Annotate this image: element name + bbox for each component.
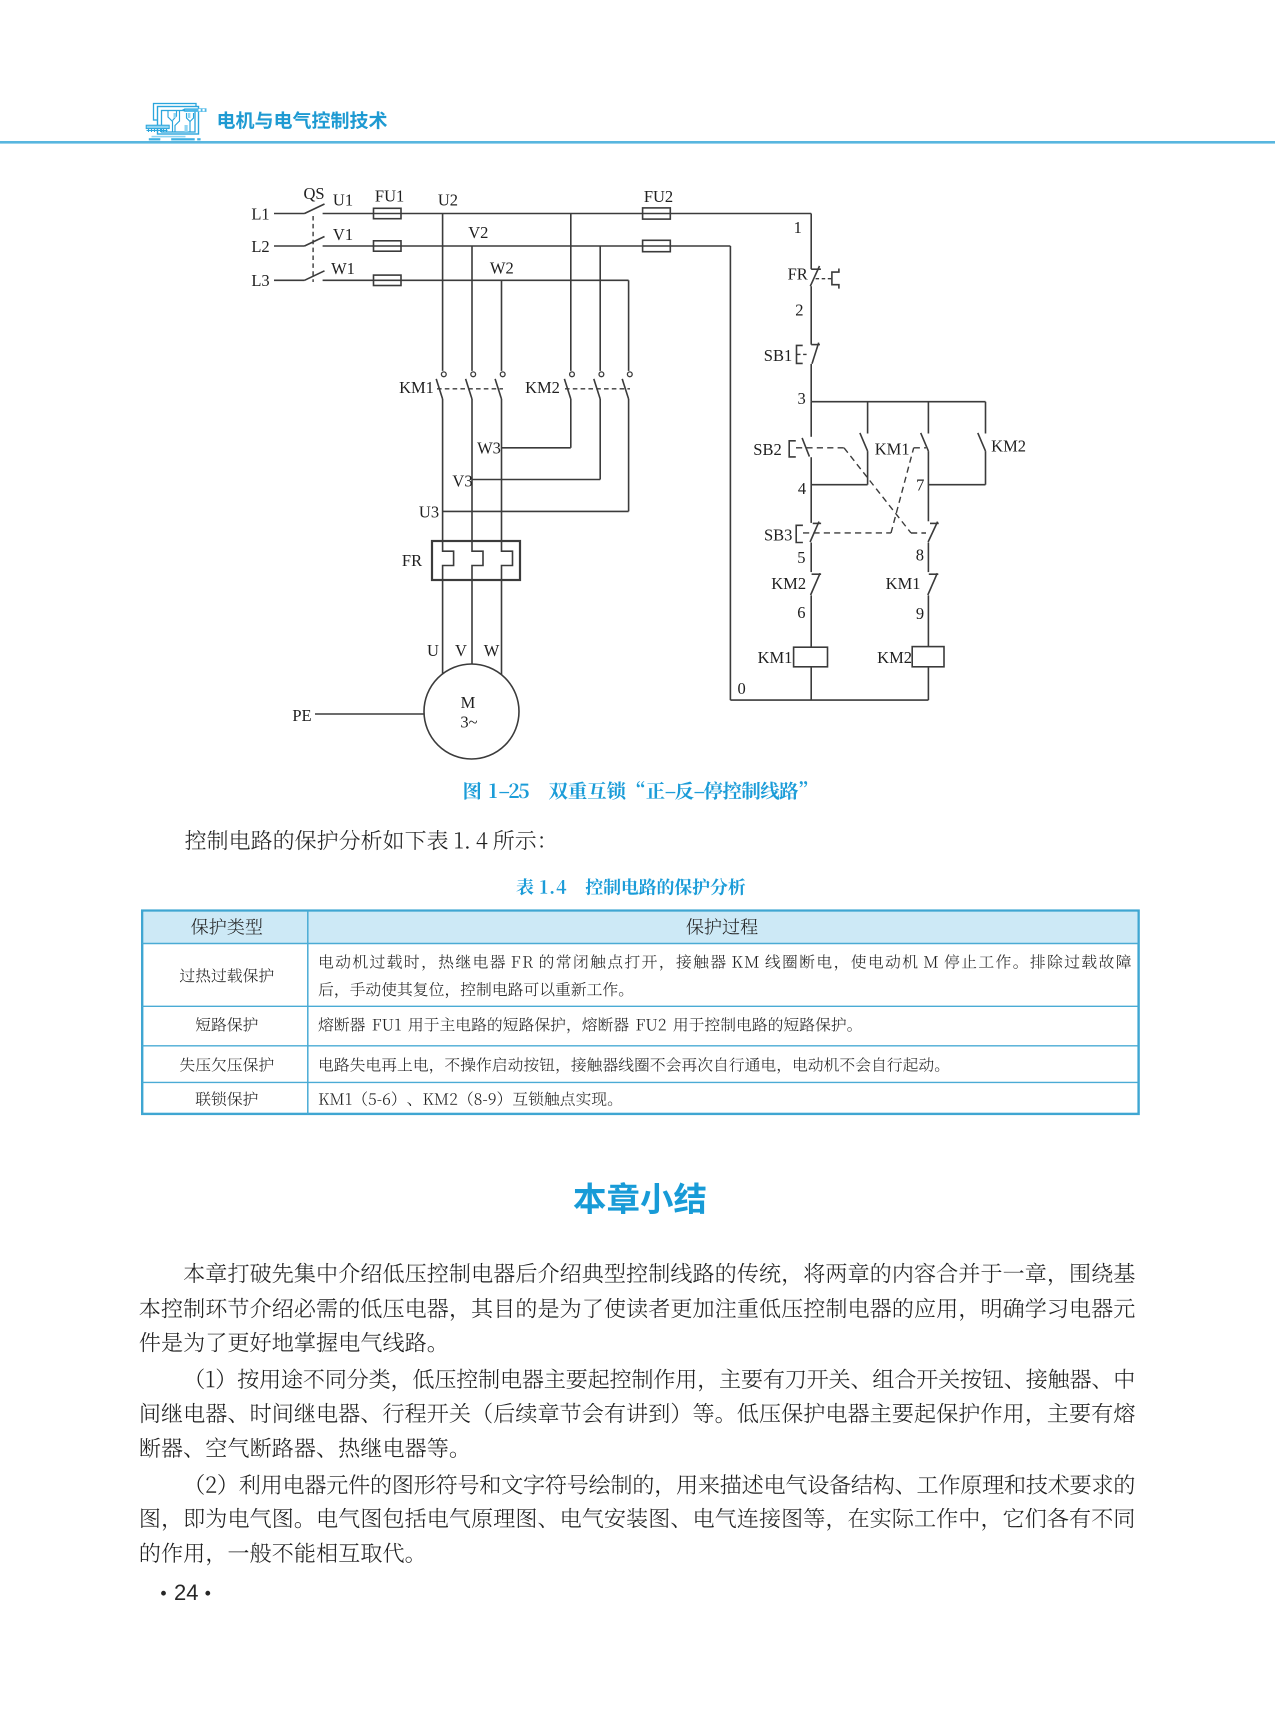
svg-text:3~: 3~: [460, 712, 477, 731]
svg-text:V1: V1: [333, 225, 353, 244]
svg-text:L2: L2: [251, 237, 269, 256]
svg-text:1: 1: [794, 218, 802, 237]
svg-text:W3: W3: [477, 438, 501, 457]
svg-text:L3: L3: [251, 271, 269, 290]
svg-text:24: 24: [174, 1580, 198, 1605]
svg-text:KM2: KM2: [771, 574, 806, 593]
svg-text:KM2: KM2: [991, 436, 1026, 455]
svg-text:U1: U1: [333, 190, 353, 209]
svg-text:KM1: KM1: [886, 574, 921, 593]
svg-text:FU1: FU1: [375, 186, 404, 205]
svg-text:V3: V3: [452, 471, 472, 490]
svg-text:KM1: KM1: [758, 648, 793, 667]
svg-text:W: W: [484, 641, 500, 660]
svg-text:U3: U3: [419, 502, 439, 521]
svg-text:KM1: KM1: [399, 378, 434, 397]
svg-text:2: 2: [795, 300, 803, 319]
svg-text:FU2: FU2: [644, 187, 673, 206]
svg-text:V2: V2: [468, 223, 488, 242]
svg-text:PE: PE: [292, 706, 311, 725]
svg-text:KM2: KM2: [525, 378, 560, 397]
svg-text:U2: U2: [438, 191, 458, 210]
svg-text:W1: W1: [331, 259, 355, 278]
svg-text:QS: QS: [303, 184, 324, 203]
svg-text:KM1: KM1: [875, 440, 910, 459]
svg-text:8: 8: [916, 545, 924, 564]
svg-text:W2: W2: [490, 258, 514, 277]
svg-text:FR: FR: [788, 264, 808, 283]
svg-text:SB2: SB2: [753, 440, 781, 459]
svg-text:9: 9: [916, 604, 924, 623]
svg-text:L1: L1: [251, 204, 269, 223]
svg-text:U: U: [427, 641, 439, 660]
svg-text:M: M: [461, 693, 476, 712]
svg-text:SB1: SB1: [764, 346, 792, 365]
svg-text:7: 7: [916, 475, 924, 494]
svg-text:SB3: SB3: [764, 525, 792, 544]
svg-text:6: 6: [797, 603, 805, 622]
svg-text:5: 5: [797, 548, 805, 567]
svg-text:FR: FR: [402, 551, 422, 570]
svg-text:0: 0: [737, 679, 745, 698]
svg-text:4: 4: [798, 479, 806, 498]
svg-text:KM2: KM2: [877, 648, 912, 667]
svg-text:V: V: [455, 641, 467, 660]
svg-text:3: 3: [797, 389, 805, 408]
